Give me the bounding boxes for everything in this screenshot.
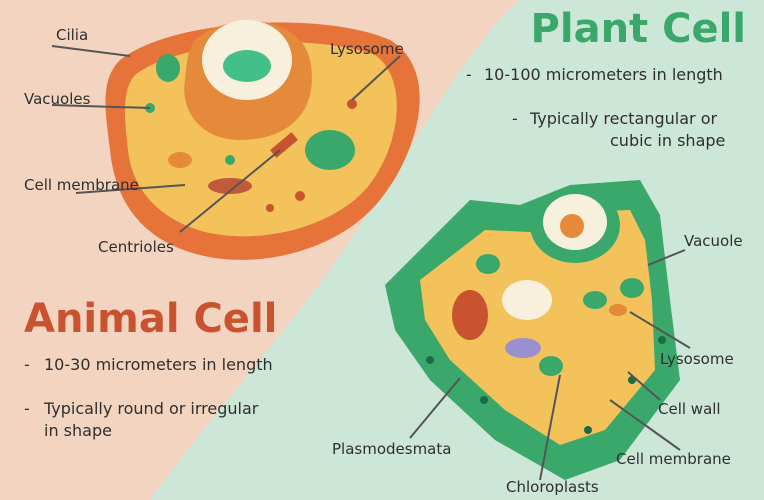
leader-cilia	[51, 45, 131, 57]
leader-chloroplasts	[539, 374, 561, 481]
label-vacuole: Vacuole	[684, 232, 743, 250]
plant-chloroplast	[620, 278, 644, 298]
plasmodesma	[426, 356, 434, 364]
plant-chloroplast	[583, 291, 607, 309]
label-centrioles: Centrioles	[98, 238, 174, 256]
plant-fact-size: 10-100 micrometers in length	[484, 65, 723, 84]
animal-fact-shape-line2: in shape	[44, 421, 112, 440]
animal-dot	[225, 155, 235, 165]
plant-nucleolus	[560, 214, 584, 238]
leader-plasmodesmata	[409, 377, 461, 439]
leader-lines	[51, 45, 691, 481]
animal-fact-bullet: -	[24, 399, 30, 418]
plant-vacuole	[502, 280, 552, 320]
plant-chloroplast	[539, 356, 563, 376]
animal-cell-illustration	[105, 20, 420, 260]
animal-dot	[347, 99, 357, 109]
label-plant-lysosome: Lysosome	[660, 350, 734, 368]
label-cilia: Cilia	[56, 26, 89, 44]
plant-chloroplast	[476, 254, 500, 274]
plant-fact-shape-line2: cubic in shape	[610, 131, 726, 150]
label-vacuoles: Vacuoles	[24, 90, 91, 108]
plant-mitochondrion	[505, 338, 541, 358]
leader-animal-lysosome	[351, 55, 401, 101]
plant-cell-illustration	[385, 180, 680, 480]
plant-fact-shape-line1: Typically rectangular or	[530, 109, 718, 128]
animal-vacuole-green	[156, 54, 180, 82]
animal-organelle	[168, 152, 192, 168]
label-animal-lysosome: Lysosome	[330, 40, 404, 58]
plasmodesma	[584, 426, 592, 434]
animal-fact-shape-line1: Typically round or irregular	[44, 399, 259, 418]
leader-cell-wall	[627, 371, 661, 401]
label-plasmodesmata: Plasmodesmata	[332, 440, 452, 458]
leader-plant-lysosome	[629, 311, 691, 349]
animal-fact-bullet: -	[24, 355, 30, 374]
label-animal-cell-membrane: Cell membrane	[24, 176, 139, 194]
plasmodesma	[658, 336, 666, 344]
leader-plant-cell-membrane	[609, 399, 681, 451]
plant-cell-title: Plant Cell	[530, 6, 746, 52]
animal-fact-size: 10-30 micrometers in length	[44, 355, 273, 374]
animal-cell-title: Animal Cell	[24, 296, 278, 342]
animal-nucleolus	[223, 50, 271, 82]
label-plant-cell-membrane: Cell membrane	[616, 450, 731, 468]
leader-animal-cell-membrane	[75, 184, 186, 194]
animal-dot	[295, 191, 305, 201]
animal-golgi	[305, 130, 355, 170]
plant-golgi	[452, 290, 488, 340]
animal-dot	[266, 204, 274, 212]
leader-centrioles	[179, 149, 281, 233]
leader-vacuoles	[51, 104, 151, 109]
plasmodesma	[480, 396, 488, 404]
plant-fact-bullet: -	[512, 109, 518, 128]
label-chloroplasts: Chloroplasts	[506, 478, 599, 496]
plant-lysosome	[609, 304, 627, 316]
plant-fact-bullet: -	[466, 65, 472, 84]
leader-vacuole	[647, 249, 686, 266]
label-cell-wall: Cell wall	[658, 400, 721, 418]
